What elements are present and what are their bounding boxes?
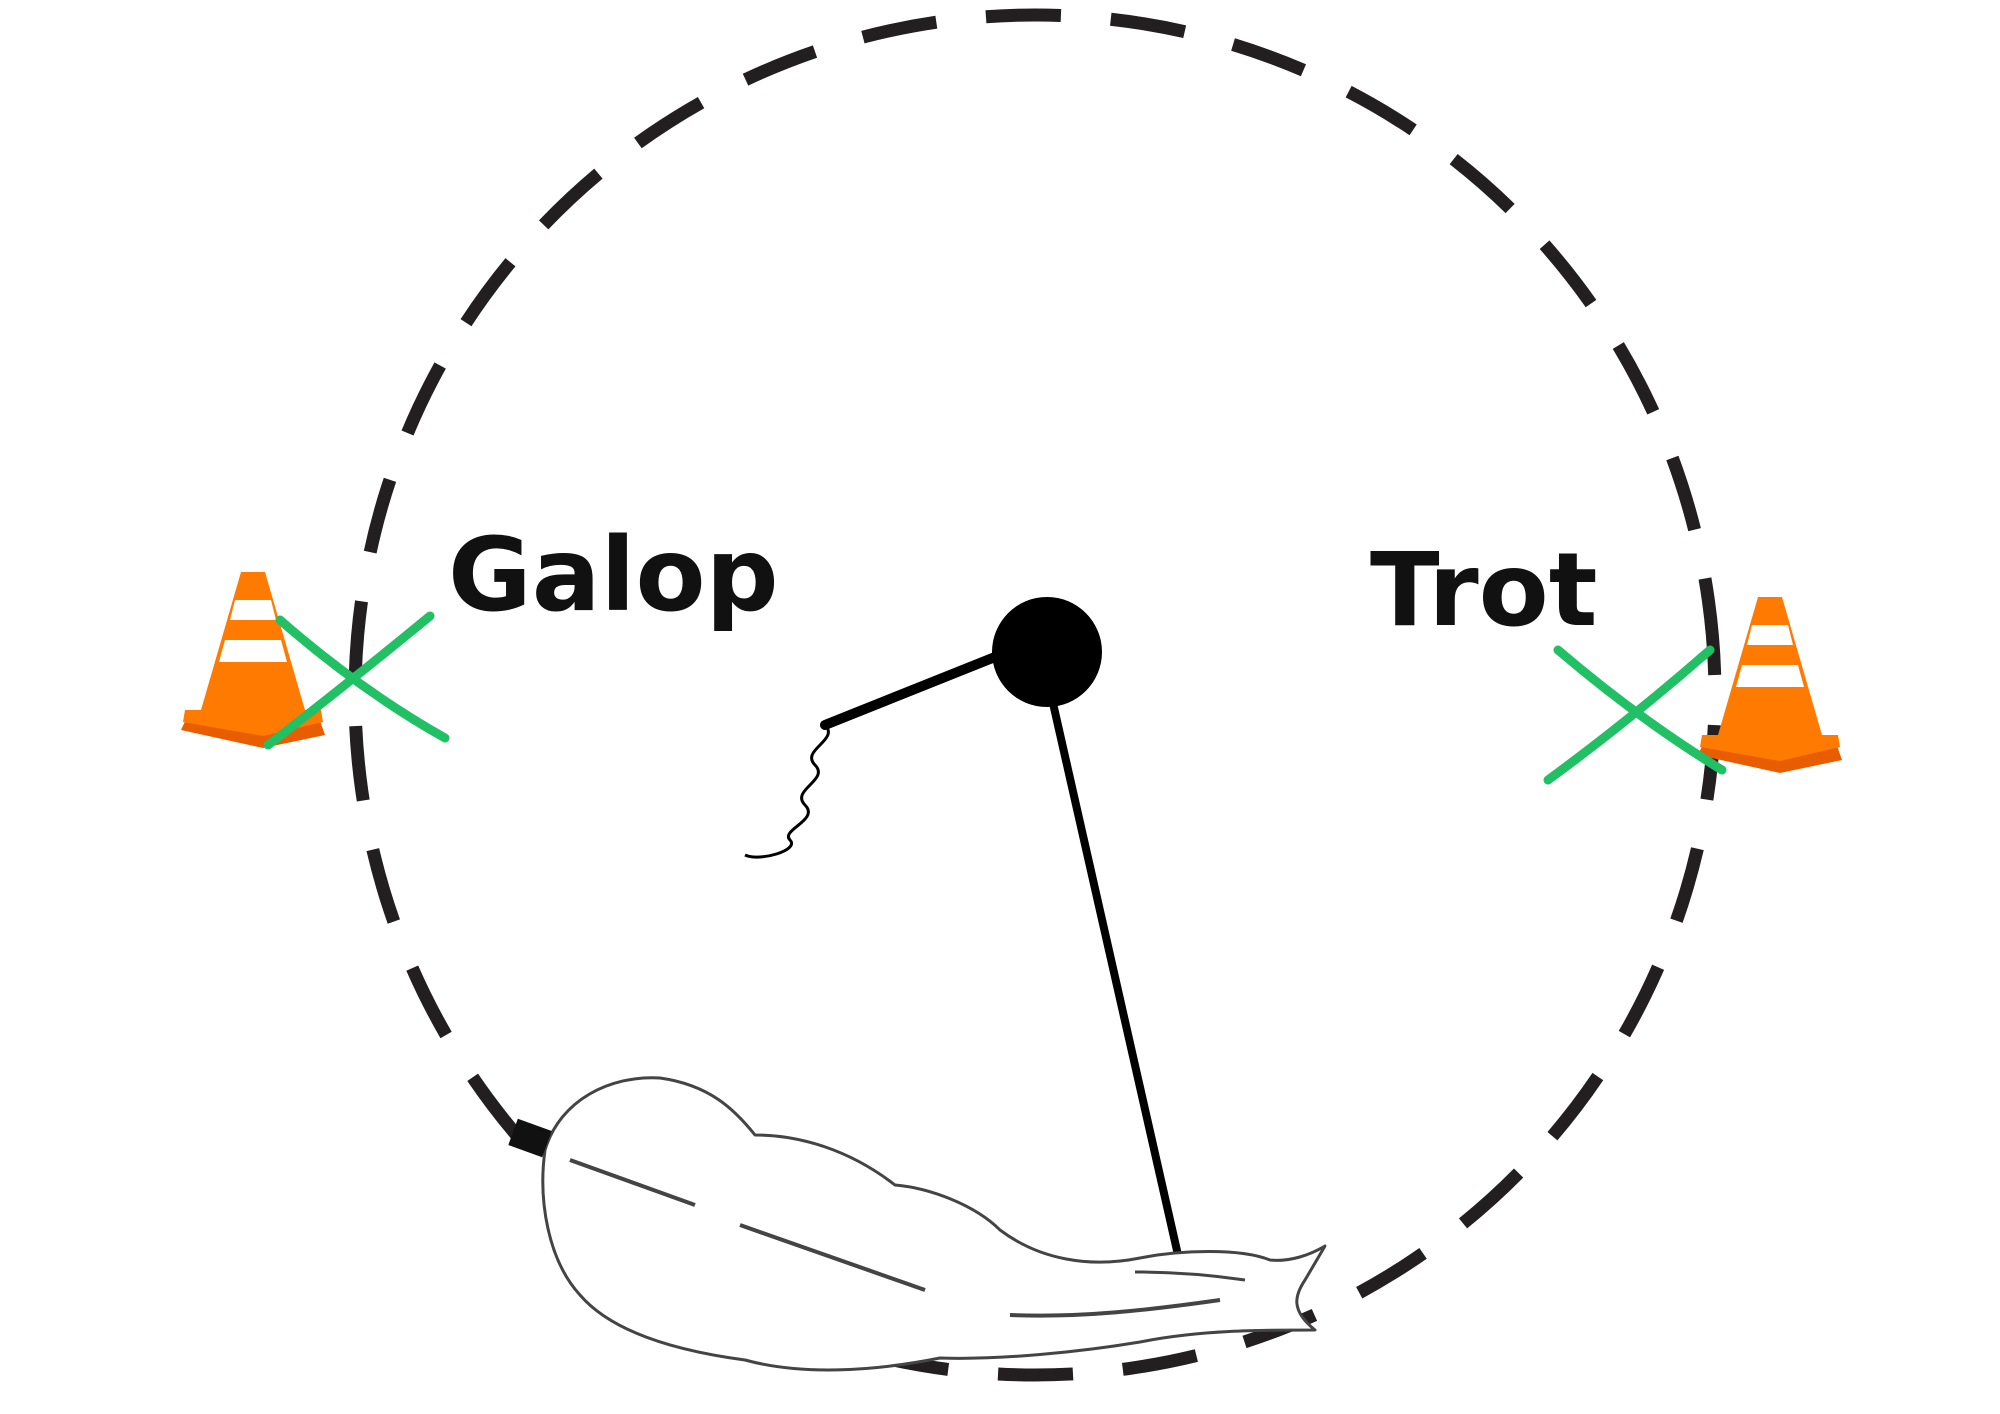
horse-icon (541, 1076, 1327, 1372)
right-cone-icon (1698, 597, 1842, 773)
dashed-circle-path (348, 8, 1722, 1382)
horse-tail (508, 1118, 552, 1158)
right-x-mark-icon (1543, 645, 1727, 785)
lunge-line (1046, 689, 1182, 1256)
trot-label: Trot (1370, 531, 1598, 650)
handler-dot (992, 597, 1102, 707)
galop-label: Galop (448, 516, 779, 635)
whip-icon (744, 650, 1005, 859)
left-x-mark-icon (263, 611, 450, 750)
